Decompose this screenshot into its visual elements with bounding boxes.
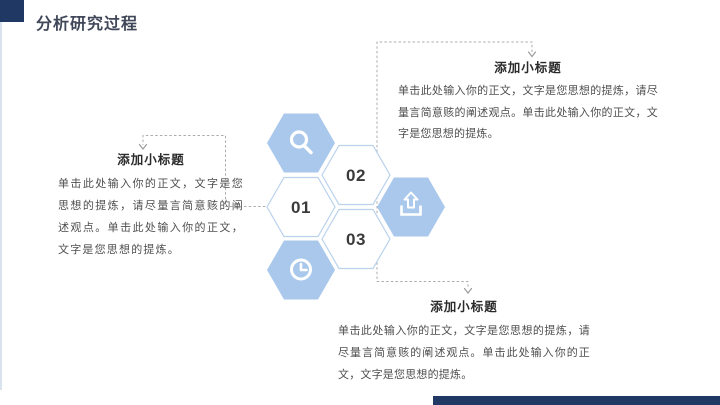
- hexagon-cluster: [266, 113, 445, 300]
- page-title: 分析研究过程: [36, 16, 139, 33]
- annotation-heading: 添加小标题: [117, 153, 185, 167]
- step-number-01: 01: [291, 198, 311, 217]
- annotation-block-bottom: 添加小标题 单击此处输入你的正文，文字是您思想的提炼，请尽量言简意赅的阐述观点。…: [338, 296, 590, 386]
- connector-lines: [142, 41, 533, 289]
- hexagon-step-01: [266, 176, 336, 238]
- annotation-body: 单击此处输入你的正文，文字是您思想的提炼，请尽量言简意赅的阐述观点。单击此处输入…: [398, 85, 658, 140]
- annotation-block-left: 添加小标题 单击此处输入你的正文，文字是您思想的提炼，请尽量言简意赅的阐述观点。…: [58, 149, 244, 261]
- bottom-right-bar: [433, 396, 720, 405]
- connector-left: [142, 135, 270, 207]
- annotation-block-top-right: 添加小标题 单击此处输入你的正文，文字是您思想的提炼，请尽量言简意赅的阐述观点。…: [398, 57, 658, 146]
- annotation-heading: 添加小标题: [430, 300, 498, 314]
- annotation-body: 单击此处输入你的正文，文字是您思想的提炼，请尽量言简意赅的阐述观点。单击此处输入…: [338, 325, 590, 381]
- step-number-02: 02: [346, 166, 366, 185]
- annotation-heading: 添加小标题: [494, 61, 562, 75]
- annotation-body: 单击此处输入你的正文，文字是您思想的提炼，请尽量言简意赅的阐述观点。单击此处输入…: [58, 178, 244, 256]
- step-number-03: 03: [346, 230, 366, 249]
- arrow-down-icon: [138, 143, 148, 150]
- search-icon: [289, 130, 313, 155]
- arrow-down-icon: [527, 51, 537, 58]
- left-edge-line: [0, 22, 2, 390]
- accent-square: [0, 0, 24, 22]
- hexagon-step-02: [321, 144, 391, 206]
- hexagon-step-03: [321, 208, 391, 270]
- connector-arrowheads: [138, 51, 537, 294]
- clock-icon: [290, 258, 312, 281]
- hexagon-search: [267, 113, 335, 173]
- arrow-down-icon: [463, 287, 473, 294]
- upload-icon: [400, 191, 422, 216]
